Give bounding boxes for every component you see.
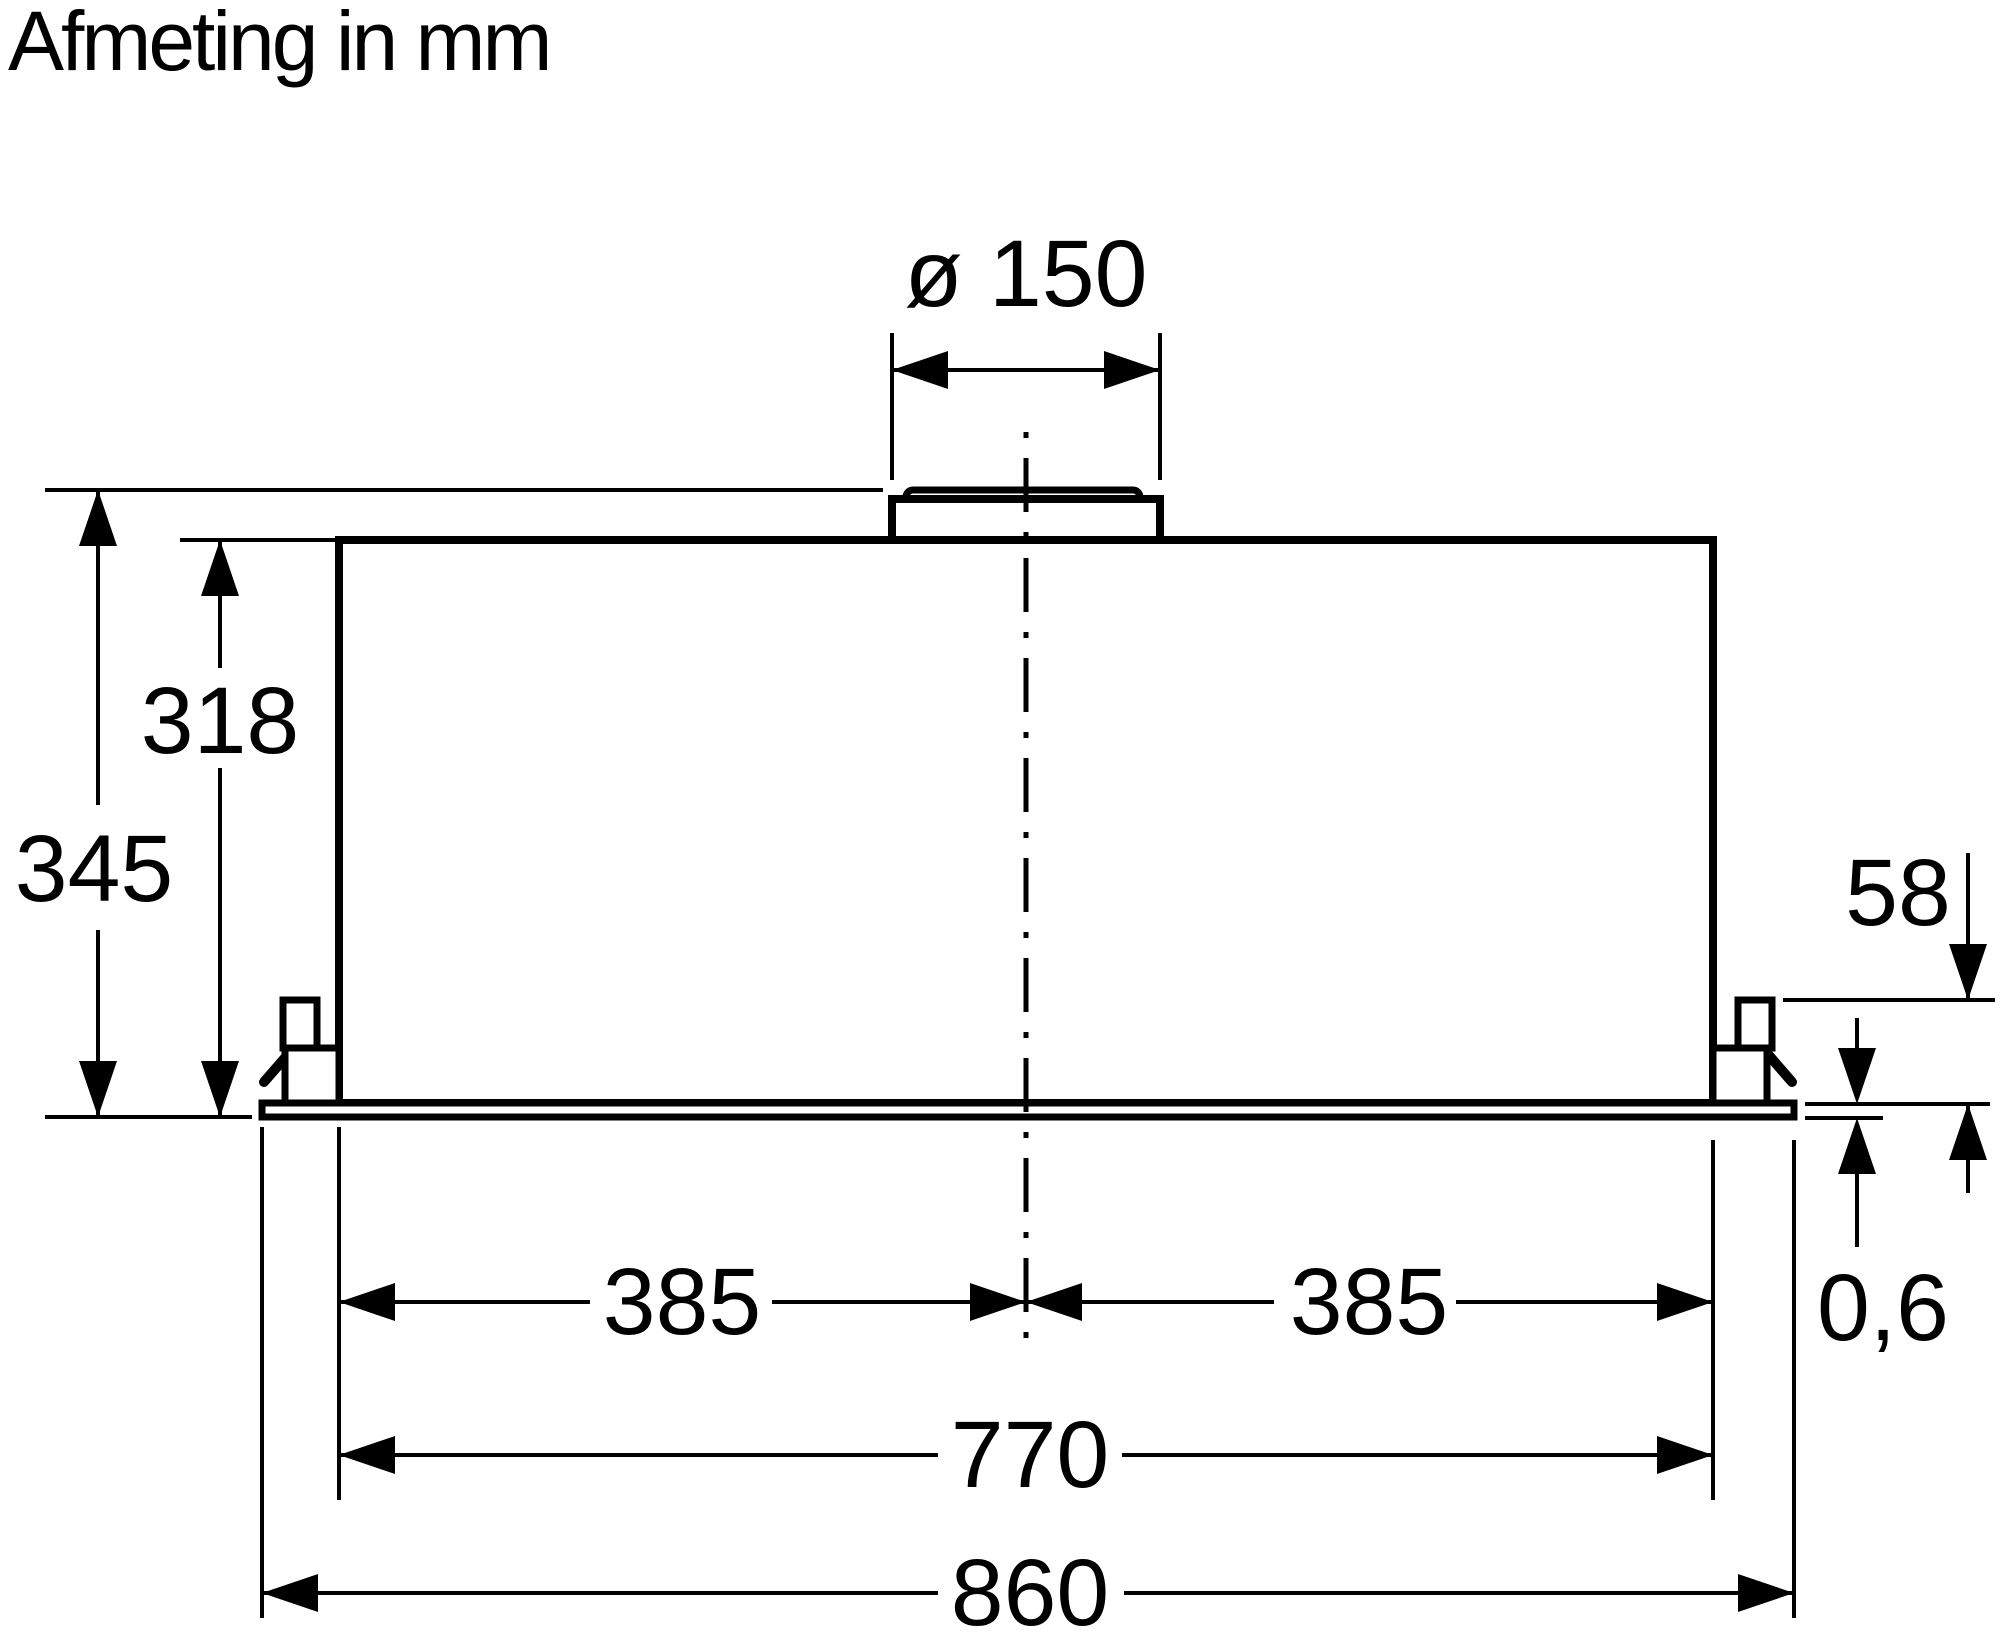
dimension-value: 385 [603, 1249, 762, 1355]
arrow-left-icon [1026, 1283, 1082, 1321]
dimension-overall-width: 860 [262, 1540, 1794, 1646]
right-bracket-step [1709, 1044, 1771, 1107]
dimension-body-height: 318 [141, 538, 338, 1117]
dimension-value: 770 [951, 1402, 1110, 1508]
arrow-right-icon [1657, 1283, 1713, 1321]
arrow-right-icon [1104, 351, 1160, 389]
arrow-left-icon [339, 1283, 395, 1321]
right-mounting-bracket [1709, 996, 1797, 1107]
dimension-value: 58 [1845, 840, 1951, 946]
dimension-total-height: 345 [15, 488, 883, 1119]
arrow-down-icon [201, 1061, 239, 1117]
dimension-body-width: 770 [339, 1402, 1713, 1508]
dimension-half-width-left: 385 [339, 1249, 1026, 1355]
arrow-up-icon [1949, 1104, 1987, 1160]
left-mounting-bracket [259, 996, 343, 1107]
right-bracket-tab [1734, 996, 1776, 1052]
arrow-left-icon [262, 1574, 318, 1612]
arrow-down-icon [1949, 944, 1987, 1000]
arrow-right-icon [1657, 1436, 1713, 1474]
dimension-panel-thickness: 0,6 [1805, 1018, 1990, 1361]
bottom-extension-lines [260, 1127, 1796, 1618]
dimension-bracket-offset: 58 [1783, 840, 1995, 1193]
arrow-right-icon [970, 1283, 1026, 1321]
left-bracket-tab [279, 996, 321, 1052]
arrow-left-icon [892, 351, 948, 389]
dimension-value: 0,6 [1817, 1255, 1949, 1361]
dimension-value: ø 150 [905, 221, 1148, 327]
dimension-half-width-right: 385 [1026, 1249, 1713, 1355]
arrow-down-icon [1838, 1048, 1876, 1104]
arrow-down-icon [79, 1061, 117, 1117]
left-bracket-step [281, 1044, 343, 1107]
dimension-duct-diameter: ø 150 [890, 221, 1162, 480]
arrow-up-icon [79, 490, 117, 546]
dimension-value: 385 [1290, 1249, 1449, 1355]
dimension-value: 318 [141, 668, 300, 774]
arrow-right-icon [1738, 1574, 1794, 1612]
arrow-up-icon [1838, 1118, 1876, 1174]
dimension-value: 860 [951, 1540, 1110, 1646]
arrow-left-icon [339, 1436, 395, 1474]
drawing-title: Afmeting in mm [8, 0, 550, 88]
hood-body [335, 536, 1717, 1107]
arrow-up-icon [201, 540, 239, 596]
dimension-value: 345 [15, 816, 174, 922]
